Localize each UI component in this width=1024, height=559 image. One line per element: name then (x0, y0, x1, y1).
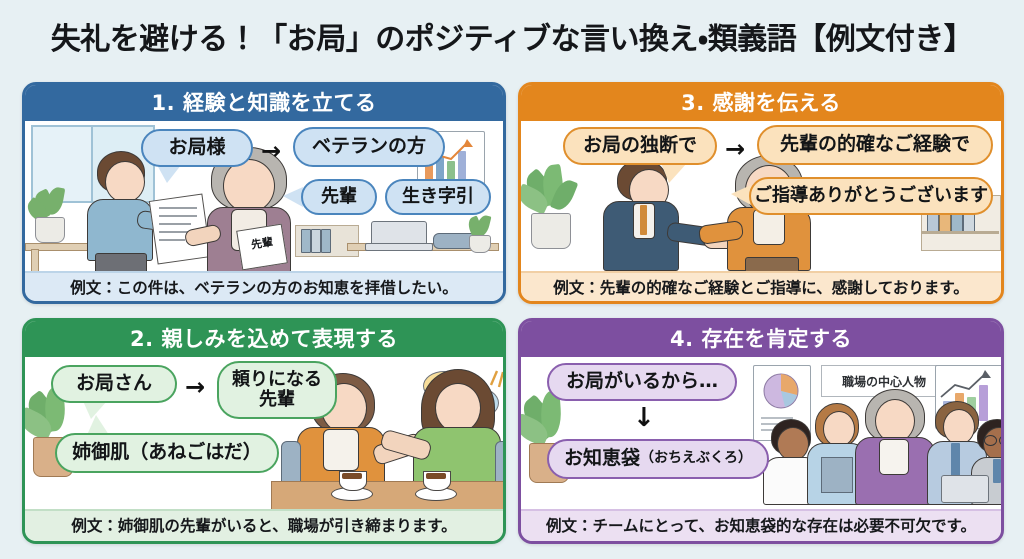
plant-pot (35, 217, 65, 243)
table (271, 481, 503, 509)
paper-line (159, 215, 197, 217)
panel-4-example: 例文：チームにとって、お知恵袋的な存在は必要不可欠です。 (521, 509, 1001, 541)
panel-3-illustration: お局の独断で → 先輩の的確なご経験で ご指導ありがとうございます (521, 121, 1001, 271)
panel-2-heading: 2. 親しみを込めて表現する (25, 321, 503, 357)
person-legs (95, 253, 147, 271)
elder-inner-top (753, 209, 785, 245)
coffee-liquid (426, 473, 446, 479)
bubble-tail (283, 187, 303, 207)
after-term-bubble-1b[interactable]: 先輩 (301, 179, 377, 215)
bubble-tail (157, 165, 181, 183)
panel-4: 4. 存在を肯定する 職場の中心人物 (518, 318, 1004, 544)
clipboard-icon (821, 457, 853, 493)
panel-4-heading: 4. 存在を肯定する (521, 321, 1001, 357)
panel-3: 3. 感謝を伝える (518, 82, 1004, 304)
necktie (951, 443, 960, 477)
arrow-icon: → (185, 373, 206, 401)
after-term-main: お知恵袋 (563, 447, 640, 470)
after-term-bubble-2b[interactable]: 姉御肌（あねごはだ） (55, 433, 279, 473)
elder-inner-top (879, 439, 909, 475)
before-term-bubble-3[interactable]: お局の独断で (563, 127, 717, 165)
plant-pot (469, 235, 491, 253)
after-term-bubble-4[interactable]: お知恵袋（おちえぶくろ） (547, 439, 769, 479)
person-face (943, 409, 975, 445)
pie-chart-icon (763, 373, 799, 409)
arrow-icon: → (261, 137, 282, 165)
panel-4-illustration: 職場の中心人物 (521, 357, 1001, 509)
panel-2-example: 例文：姉御肌の先輩がいると、職場が引き締まります。 (25, 509, 503, 541)
person-face (777, 427, 809, 461)
before-term-bubble-4[interactable]: お局がいるから… (547, 363, 737, 401)
before-term-bubble-2[interactable]: お局さん (51, 365, 177, 403)
person-torso (87, 199, 153, 261)
chart-bar (447, 161, 455, 181)
sparkle-icon (489, 370, 503, 388)
panel-2: 2. 親しみを込めて表現する (22, 318, 506, 544)
panel-1-illustration: 先輩 (25, 121, 503, 271)
arrow-down-icon: ↓ (633, 403, 655, 433)
laptop-icon (941, 475, 989, 503)
chart-bar (458, 151, 466, 181)
person-face (823, 411, 855, 447)
shelf-divider (921, 231, 999, 234)
coffee-liquid (342, 473, 362, 479)
after-term-bubble-1c[interactable]: 生き字引 (385, 179, 491, 215)
panel-3-example: 例文：先輩の的確なご経験とご指導に、感謝しております。 (521, 271, 1001, 301)
paper-line (159, 239, 185, 241)
bubble-tail (661, 163, 687, 183)
after-term-bubble-1a[interactable]: ベテランの方 (293, 127, 445, 167)
chart-bar (436, 157, 444, 181)
after-term-bubble-3a[interactable]: 先輩の的確なご経験で (757, 125, 993, 165)
after-term-line2: 先輩 (259, 389, 295, 410)
panel-1-example: 例文：この件は、ベテランの方のお知恵を拝借したい。 (25, 271, 503, 301)
arrow-icon: → (725, 135, 746, 163)
after-term-ruby: （おちえぶくろ） (640, 450, 752, 467)
panel-1-heading: 1. 経験と知識を立てる (25, 85, 503, 121)
before-term-bubble-1[interactable]: お局様 (141, 129, 253, 167)
elder-face (223, 159, 275, 213)
bubble-tail (83, 401, 107, 419)
necktie (640, 205, 647, 235)
book (311, 229, 321, 253)
chart-bar (979, 385, 988, 421)
book (321, 229, 331, 253)
after-term-bubble-2a[interactable]: 頼りになる 先輩 (217, 361, 337, 419)
paper-line (159, 207, 197, 209)
panel-3-heading: 3. 感謝を伝える (521, 85, 1001, 121)
panel-2-illustration: お局さん → 頼りになる 先輩 姉御肌（あねごはだ） (25, 357, 503, 509)
after-term-bubble-3b[interactable]: ご指導ありがとうございます (749, 177, 993, 215)
necktie (993, 459, 1001, 483)
person-face (105, 161, 145, 203)
page-title: 失礼を避ける！「お局」のポジティブな言い換え・類義語【例文付き】 (50, 22, 974, 57)
glasses-icon (984, 435, 997, 446)
desk-leg (31, 249, 39, 271)
bubble-tail (87, 415, 109, 435)
person-inner-top (323, 429, 359, 471)
after-term-line1: 頼りになる (232, 368, 322, 390)
laptop-base (365, 243, 433, 251)
chart-bar (425, 165, 433, 181)
paper-line (159, 223, 191, 225)
bubble-tail (731, 185, 751, 205)
paper-line (159, 231, 195, 233)
chart-trendline-icon (940, 370, 991, 398)
elder-skirt (745, 257, 799, 271)
panel-1: 1. 経験と知識を立てる (22, 82, 506, 304)
plant-pot (531, 213, 571, 249)
book (301, 229, 311, 253)
person-face (435, 383, 481, 433)
